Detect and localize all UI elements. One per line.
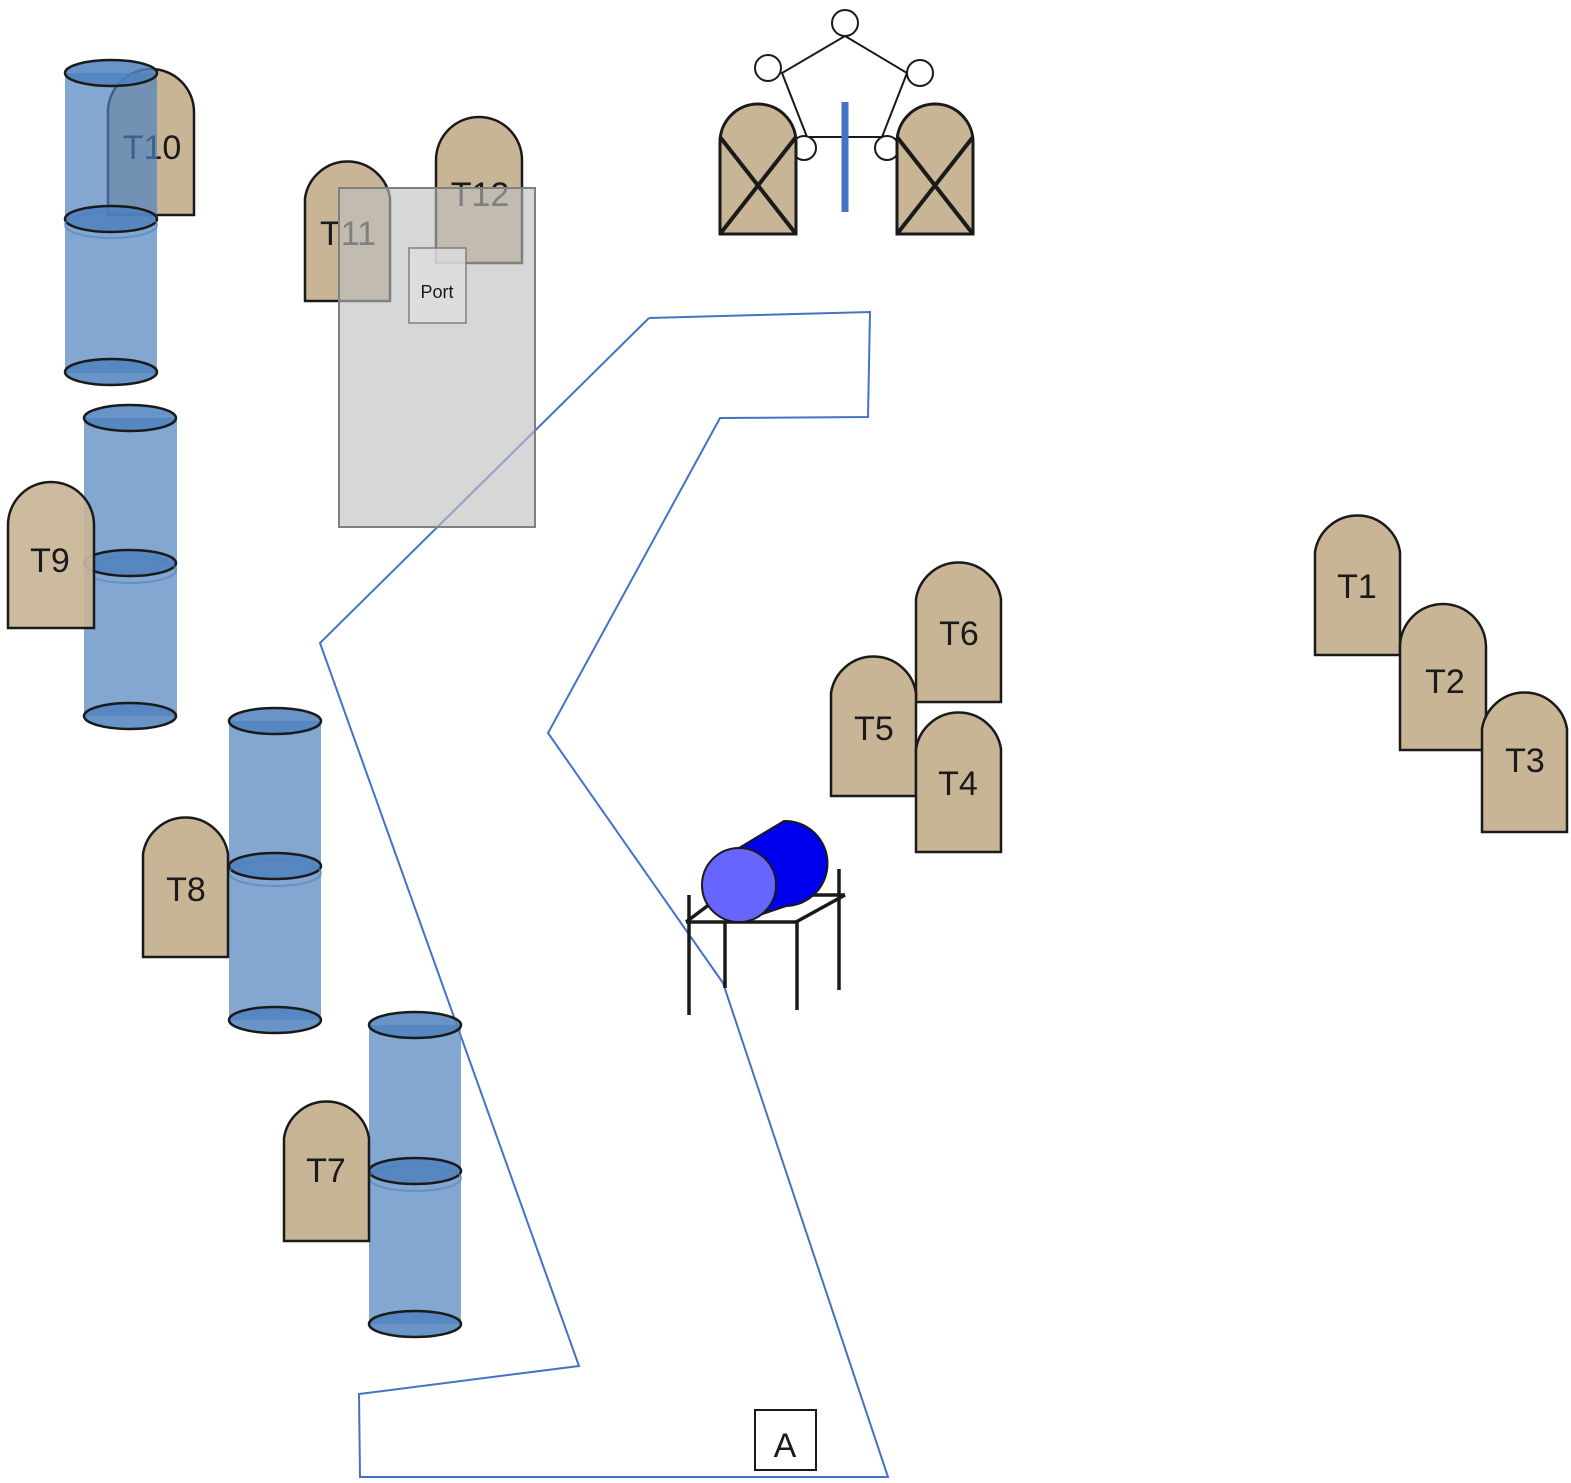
port-label: Port bbox=[420, 282, 453, 302]
cylinder-icon bbox=[82, 403, 178, 731]
tombstone-label: T8 bbox=[166, 871, 206, 909]
point-a-marker: A bbox=[754, 1409, 817, 1471]
tombstone-t4: T4 bbox=[914, 711, 1003, 854]
tombstone-t7: T7 bbox=[282, 1100, 371, 1243]
pentagon-network-icon bbox=[754, 9, 934, 212]
tombstone-label: T7 bbox=[306, 1152, 346, 1190]
tombstone-label: T9 bbox=[30, 542, 70, 580]
cylinder-icon bbox=[227, 706, 323, 1035]
point-a-label: A bbox=[774, 1427, 797, 1465]
path-outline bbox=[318, 310, 890, 1478]
tombstone-label: T4 bbox=[938, 765, 978, 803]
port-area-overlay bbox=[338, 187, 536, 528]
tombstone-t5: T5 bbox=[829, 655, 918, 798]
tombstone-t2: T2 bbox=[1398, 602, 1488, 752]
tombstone-label: T6 bbox=[939, 615, 979, 653]
crossed-door-icon bbox=[895, 102, 975, 236]
tombstone-label: T5 bbox=[854, 710, 894, 748]
crossed-door-icon bbox=[718, 102, 798, 236]
tank-icon bbox=[684, 819, 846, 1015]
tombstone-t1: T1 bbox=[1313, 514, 1402, 657]
tombstone-t3: T3 bbox=[1480, 691, 1569, 834]
tombstone-t6: T6 bbox=[914, 561, 1003, 704]
tombstone-label: T2 bbox=[1425, 663, 1465, 701]
cylinder-icon bbox=[63, 58, 159, 387]
tombstone-label: T3 bbox=[1505, 742, 1545, 780]
port-box: Port bbox=[408, 247, 467, 324]
cylinder-icon bbox=[367, 1010, 463, 1339]
tombstone-label: T1 bbox=[1337, 568, 1377, 606]
tombstone-t9: T9 bbox=[6, 480, 96, 630]
tombstone-t8: T8 bbox=[141, 816, 230, 959]
